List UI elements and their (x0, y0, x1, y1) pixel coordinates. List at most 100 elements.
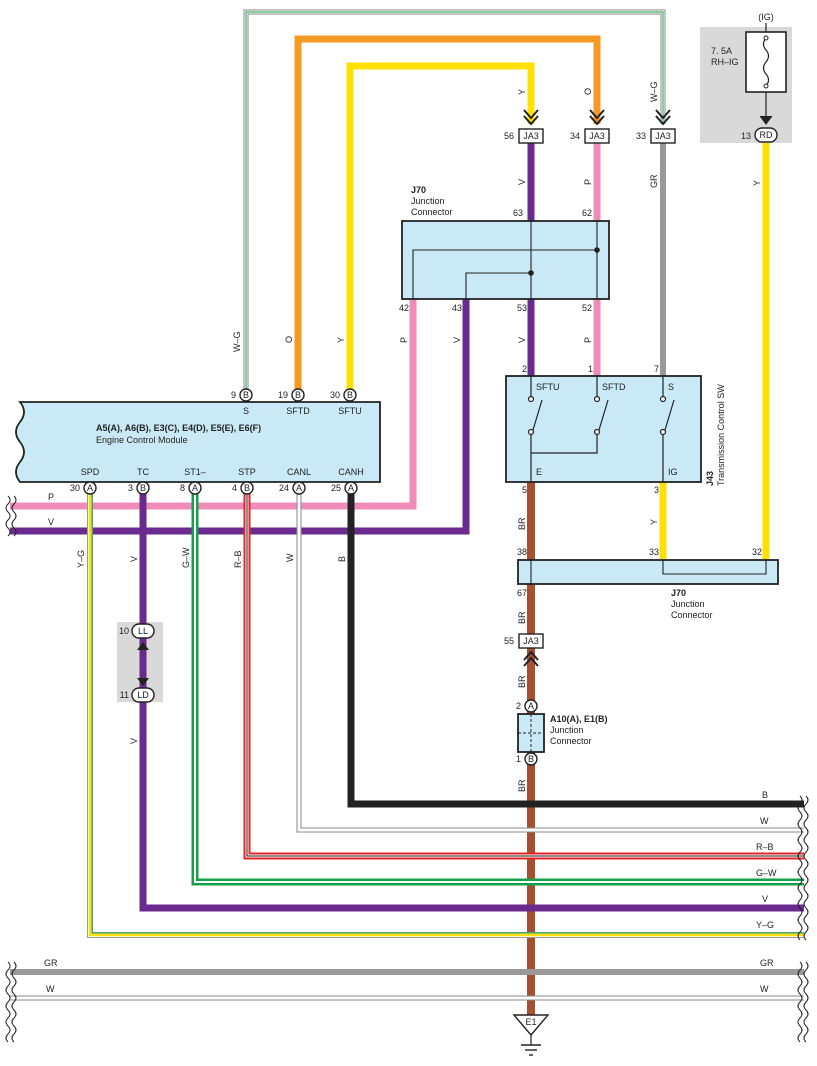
a10-title: A10(A), E1(B) (550, 714, 608, 724)
wire-label: BR (517, 675, 527, 688)
fuse-conn: RD (760, 130, 773, 140)
ja3-connectors-top: JA3 56 JA3 34 JA3 33 (504, 109, 676, 144)
pin-conn: B (295, 390, 301, 400)
ecm-subtitle: Engine Control Module (96, 435, 188, 445)
pin-number: 38 (517, 547, 527, 557)
wire-label: P (399, 337, 409, 343)
sw-pin-name: IG (668, 467, 678, 477)
pin-number: 33 (636, 131, 646, 141)
pin-number: 67 (517, 588, 527, 598)
ecm-pin-name-spd: SPD (81, 467, 100, 477)
wire-label: Y (336, 337, 346, 343)
wire-label: GR (649, 174, 659, 188)
wire-label: P (583, 179, 593, 185)
pin-conn: B (244, 483, 250, 493)
pin-number: 24 (279, 483, 289, 493)
pin-number: 1 (588, 364, 593, 374)
pin-number: 3 (654, 485, 659, 495)
wire-label: P (48, 492, 54, 502)
break-marks-right (797, 795, 809, 1043)
j70-top-line2: Connector (411, 207, 453, 217)
pin-number: 25 (331, 483, 341, 493)
a10-line2: Connector (550, 736, 592, 746)
pin-number: 2 (522, 364, 527, 374)
pin-number: 34 (570, 131, 580, 141)
pin-number: 42 (399, 303, 409, 313)
pin-number: 43 (452, 303, 462, 313)
pin-number: 19 (278, 390, 288, 400)
wire-labels-vertical: W–G O Y Y O W–G V P GR Y P V V P BR Y BR… (76, 81, 762, 792)
fuse-rh-ig: (IG) 7. 5A RH–IG RD 13 (711, 12, 787, 143)
fuse-ig: (IG) (758, 12, 774, 22)
wire-label: P (583, 337, 593, 343)
wire-label: Y (752, 180, 762, 186)
junction-connector-a10-e1: A 2 B 1 A10(A), E1(B) Junction Connector (516, 699, 608, 766)
junction-connector-j70-top: J70 Junction Connector 63 62 42 43 53 52 (399, 185, 610, 313)
wire-label: W (285, 553, 295, 562)
wire-v-43 (10, 299, 470, 535)
pin-number: 56 (504, 131, 514, 141)
wire-w-canl (296, 492, 804, 833)
pin-number: 30 (330, 390, 340, 400)
wire-label: V (129, 738, 139, 744)
switch-id: J43 (705, 471, 715, 486)
ground-label: E1 (525, 1017, 536, 1027)
break-marks-left (5, 495, 17, 1043)
wire-label: B (337, 556, 347, 562)
pin-number: 52 (582, 303, 592, 313)
sw-pin-name: E (536, 467, 542, 477)
wire-label: G–W (756, 868, 777, 878)
wire-label: O (583, 88, 593, 95)
wire-y-top (346, 62, 535, 392)
pin-conn: A (348, 483, 354, 493)
sw-pin-name: SFTD (602, 382, 626, 392)
wire-label: V (129, 556, 139, 562)
connector-ll-ld: LL 10 LD 11 (119, 623, 155, 703)
pin-conn: A (87, 483, 93, 493)
wire-label: V (762, 894, 768, 904)
pin-conn: B (347, 390, 353, 400)
pin-number: 10 (119, 626, 129, 636)
wires (10, 9, 804, 1015)
wire-label: Y–G (76, 550, 86, 568)
ecm-pin-name-canl: CANL (287, 467, 311, 477)
wire-label: R–B (233, 550, 243, 568)
ecm-top-pins: B 9 B 19 B 30 (231, 388, 357, 402)
ecm-pin-name-sftd: SFTD (286, 406, 310, 416)
j70-bottom-id: J70 (671, 588, 686, 598)
wire-label: V (48, 517, 54, 527)
j70-bottom-line1: Junction (671, 599, 705, 609)
wire-label: W (46, 984, 55, 994)
pin-number: 55 (504, 636, 514, 646)
ja3-label: JA3 (523, 636, 539, 646)
ground-e1: E1 (512, 1014, 550, 1056)
pin-number: 53 (517, 303, 527, 313)
pin-number: 11 (120, 690, 129, 700)
wire-r-b (243, 492, 804, 860)
wire-label: B (762, 790, 768, 800)
ecm-pin-name-stp: STP (238, 467, 256, 477)
ja3-connector-55: JA3 55 (504, 633, 544, 667)
pin-conn: B (140, 483, 146, 493)
wire-label: Y–G (756, 920, 774, 930)
pin-number: 30 (70, 483, 80, 493)
wire-label: W–G (649, 81, 659, 102)
wire-label: Y (517, 89, 527, 95)
ecm-pin-name-s: S (243, 406, 249, 416)
wire-label: BR (517, 779, 527, 792)
wire-label: W (760, 984, 769, 994)
wire-label: GR (44, 958, 58, 968)
j70-top-line1: Junction (411, 196, 445, 206)
ecm-pin-name-sftu: SFTU (338, 406, 362, 416)
pin-number: 9 (231, 390, 236, 400)
pin-number: 63 (513, 208, 523, 218)
a10-line1: Junction (550, 725, 584, 735)
ecm-pin-name-canh: CANH (338, 467, 364, 477)
pin-number: 32 (752, 547, 762, 557)
wire-w-g-top (243, 9, 666, 392)
wire-label: R–B (756, 842, 774, 852)
pin-number: 3 (128, 483, 133, 493)
wire-y-g (87, 492, 804, 938)
sw-pin-name: S (668, 382, 674, 392)
